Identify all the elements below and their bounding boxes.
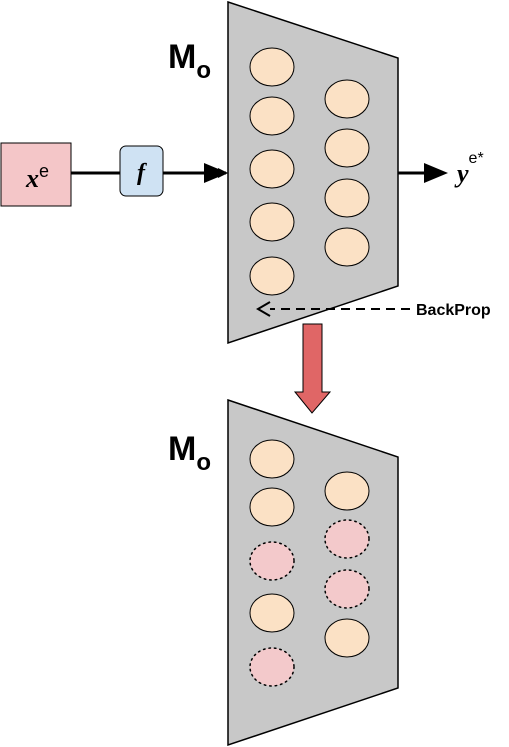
top-model-label: Mo <box>168 38 211 84</box>
bottom-model-label: Mo <box>168 430 211 476</box>
pruned-neuron <box>249 541 295 581</box>
output-label: ye* <box>454 150 484 188</box>
transform-box <box>119 145 164 197</box>
backprop-label: BackProp <box>416 302 491 319</box>
neuron <box>324 178 370 218</box>
bottom-model-neurons <box>249 439 370 687</box>
input-box <box>0 142 72 207</box>
neuron <box>249 149 295 189</box>
pruned-neuron <box>249 647 295 687</box>
neuron <box>249 47 295 87</box>
backprop-arrowhead <box>256 301 271 317</box>
neuron <box>249 256 295 296</box>
neuron <box>324 128 370 168</box>
neuron <box>249 487 295 527</box>
top-model-neurons <box>249 47 370 296</box>
neuron <box>249 439 295 479</box>
input-arrowhead <box>204 163 228 183</box>
neuron <box>324 618 370 658</box>
neuron <box>249 96 295 136</box>
transform-label: f <box>137 160 147 186</box>
neuron <box>324 79 370 119</box>
neuron <box>324 227 370 267</box>
output-arrowhead <box>424 163 448 183</box>
pruned-neuron <box>324 519 370 559</box>
neuron <box>324 471 370 511</box>
transition-down-arrow <box>293 323 332 414</box>
neuron <box>249 202 295 242</box>
neuron <box>249 593 295 633</box>
pruned-neuron <box>324 569 370 609</box>
input-label: xe <box>25 161 49 193</box>
